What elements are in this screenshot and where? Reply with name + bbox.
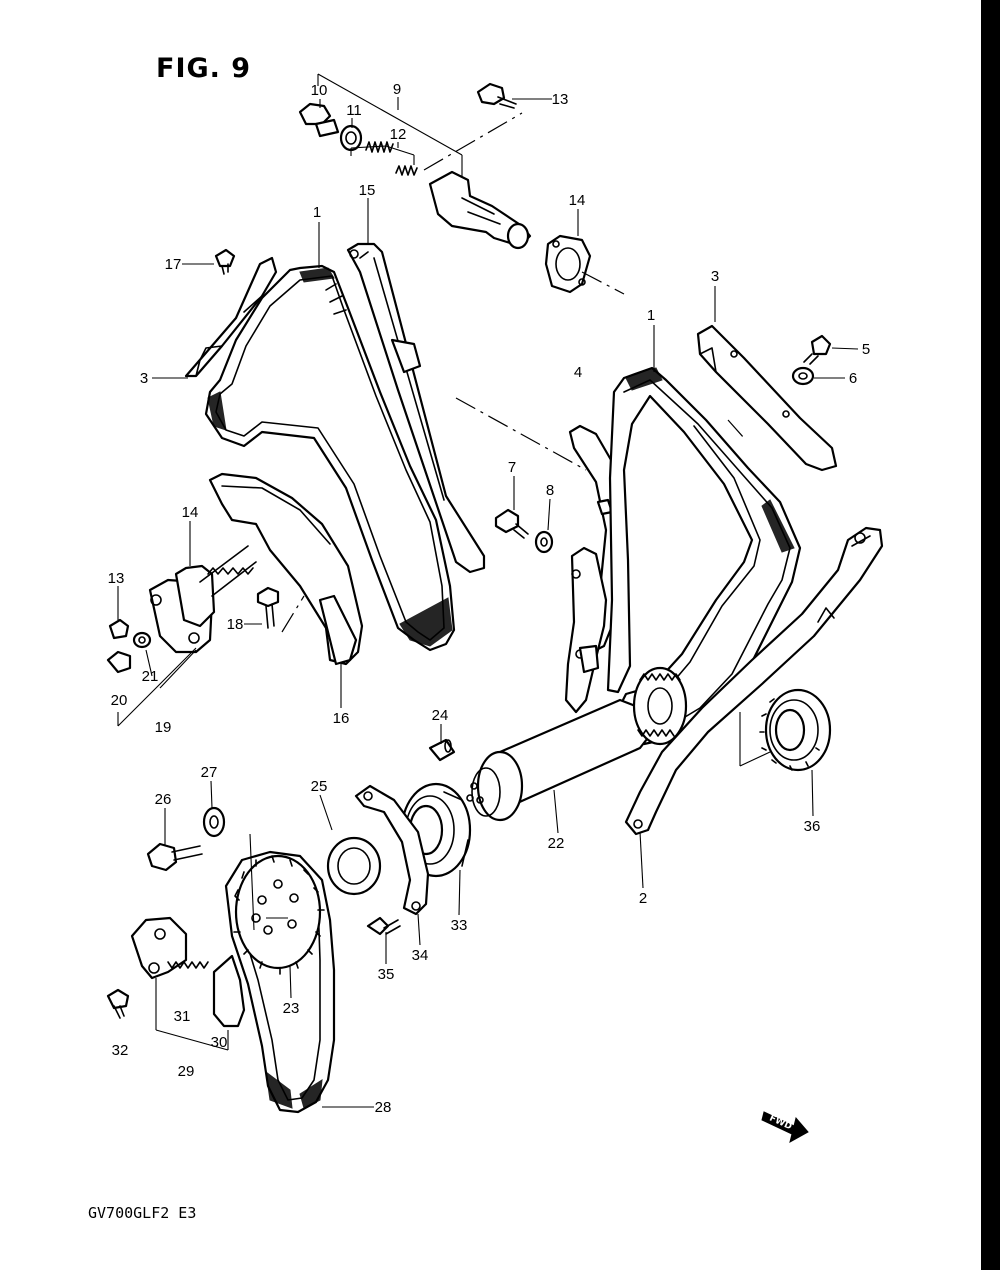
callout-number: 28 — [375, 1099, 392, 1116]
forward-label: FWD — [768, 1114, 794, 1133]
callout-number: 18 — [227, 616, 244, 633]
camshaft-22 — [466, 666, 688, 822]
callout-number: 3 — [140, 370, 148, 387]
callout-leader-line — [319, 794, 333, 831]
scan-edge-bar — [981, 0, 1000, 1270]
callout-number: 27 — [201, 764, 218, 781]
bearing-36 — [739, 688, 832, 772]
callout-number: 36 — [804, 818, 821, 835]
callout-leader-line — [145, 649, 153, 677]
model-code: GV700GLF2 E3 — [88, 1204, 196, 1222]
callout-number: 34 — [412, 947, 429, 964]
callout-number: 17 — [165, 256, 182, 273]
chain-guide-upper-left — [184, 248, 278, 378]
callout-leader-line — [811, 769, 814, 817]
callout-number: 6 — [849, 370, 857, 387]
callout-leader-line — [289, 965, 292, 999]
cam-chain-left — [204, 264, 456, 652]
drive-sprocket-23 — [233, 833, 325, 975]
bolt-7 — [494, 508, 529, 539]
figure-title: FIG. 9 — [156, 53, 251, 84]
callout-number: 19 — [155, 719, 172, 736]
callout-leader-line — [417, 913, 421, 946]
callout-layer: 1123345678910111213131414151617181920212… — [108, 81, 871, 1116]
callout-number: 33 — [451, 917, 468, 934]
tensioner-assembly-29 — [106, 916, 246, 1051]
callout-number: 26 — [155, 791, 172, 808]
callout-leader-line — [547, 498, 551, 531]
callout-number: 2 — [639, 890, 647, 907]
callout-number: 25 — [311, 778, 328, 795]
callout-number: 3 — [711, 268, 719, 285]
callout-number: 29 — [178, 1063, 195, 1080]
callout-number: 24 — [432, 707, 449, 724]
callout-number: 1 — [313, 204, 321, 221]
washer-8 — [534, 530, 554, 554]
tensioner-assembly-19 — [106, 545, 257, 727]
callout-number: 13 — [108, 570, 125, 587]
bolt-5 — [803, 334, 832, 365]
screw-35 — [366, 916, 401, 936]
chain-guide-right — [696, 324, 838, 472]
washer-6 — [791, 366, 815, 386]
callout-number: 1 — [647, 307, 655, 324]
washer-27 — [202, 806, 226, 838]
callout-number: 5 — [862, 341, 870, 358]
bolt-18 — [256, 586, 305, 633]
chain-tensioner-right — [564, 546, 608, 714]
bolt-26 — [146, 842, 203, 872]
callout-number: 13 — [552, 91, 569, 108]
tensioner-adjuster-assembly — [298, 73, 532, 250]
pin-24 — [428, 738, 456, 762]
forward-direction-badge: FWD — [761, 1111, 809, 1143]
callout-number: 35 — [378, 966, 395, 983]
callout-number: 20 — [111, 692, 128, 709]
callout-leader-line — [639, 831, 644, 889]
callout-number: 16 — [333, 710, 350, 727]
callout-number: 32 — [112, 1042, 129, 1059]
bearing-retainer-34 — [354, 784, 430, 916]
callout-number: 7 — [508, 459, 516, 476]
callout-leader-line — [210, 780, 213, 809]
chain-guide-2 — [624, 526, 884, 836]
callout-number: 11 — [346, 102, 362, 119]
callout-number: 21 — [142, 668, 159, 685]
callout-number: 30 — [211, 1034, 228, 1051]
callout-leader-line — [831, 347, 859, 350]
callout-number: 4 — [574, 364, 582, 381]
callout-number: 12 — [390, 126, 407, 143]
chain-guide-long — [346, 242, 486, 574]
chain-tensioner-left — [208, 472, 364, 666]
oil-seal-25 — [326, 836, 382, 896]
callout-number: 14 — [182, 504, 199, 521]
callout-number: 31 — [174, 1008, 191, 1025]
callout-number: 15 — [359, 182, 376, 199]
callout-number: 23 — [283, 1000, 300, 1017]
callout-number: 9 — [393, 81, 401, 98]
callout-leader-line — [458, 869, 461, 916]
gasket-upper — [544, 234, 625, 295]
callout-number: 8 — [546, 482, 554, 499]
callout-number: 14 — [569, 192, 586, 209]
callout-number: 10 — [311, 82, 328, 99]
callout-leader-line — [553, 789, 559, 834]
callout-number: 22 — [548, 835, 565, 852]
